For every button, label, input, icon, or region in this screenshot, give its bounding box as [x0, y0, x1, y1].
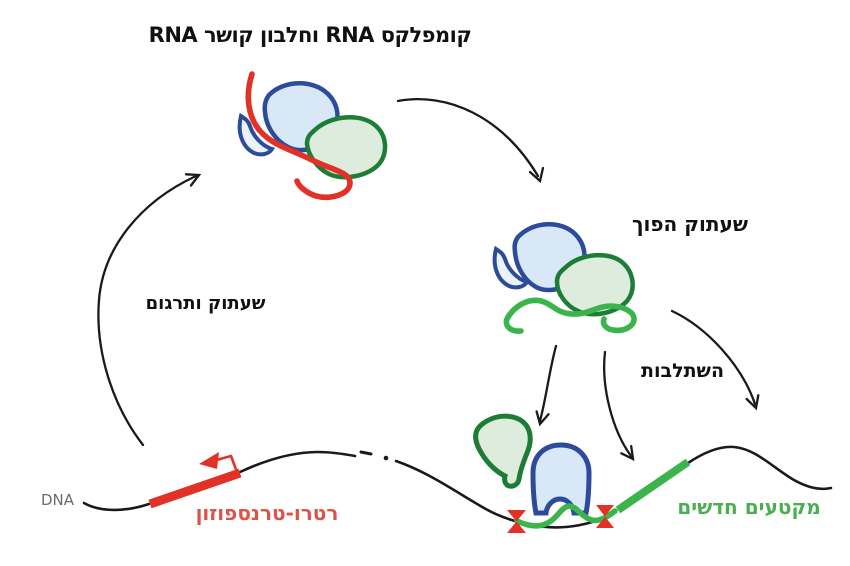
- rna-protein-complex: [237, 71, 388, 201]
- rna-strand-red: [245, 71, 353, 201]
- arrowhead-icon: [620, 444, 635, 461]
- insertion-site-marker-right: [596, 505, 614, 528]
- reverse-transcription-complex: [492, 221, 637, 334]
- arrow-curve: [97, 174, 198, 447]
- label-integration: השתלבות: [640, 360, 725, 382]
- arrowhead-icon: [535, 410, 550, 427]
- label-dna: DNA: [41, 491, 75, 509]
- transcription-start-flag: [211, 454, 240, 477]
- protein-green: [473, 413, 533, 489]
- transcription-start-arrowhead-icon: [199, 452, 219, 469]
- arrowhead-icon: [184, 173, 202, 187]
- arrow-to-reverse-transcription: [396, 98, 545, 184]
- arrow-integration-middle: [603, 350, 635, 461]
- dna-line-left-tail: [82, 501, 151, 512]
- marker-triangle-down-icon: [507, 510, 526, 522]
- protein-crescent-blue: [237, 112, 276, 157]
- integrating-strand-green: [514, 503, 618, 529]
- dna-ellipsis-dash: [359, 450, 373, 456]
- marker-triangle-up-icon: [596, 516, 614, 528]
- arrow-curve: [396, 98, 540, 178]
- marker-triangle-down-icon: [596, 505, 614, 517]
- protein-green: [304, 115, 388, 180]
- label-transcription-translation: שעתוק ותרגום: [145, 293, 266, 314]
- dna-line-right: [686, 445, 833, 491]
- arrow-curve: [670, 309, 757, 406]
- marker-triangle-up-icon: [507, 521, 526, 533]
- dna-line-middle: [394, 459, 618, 529]
- arrow-integration-right: [670, 309, 760, 411]
- label-reverse-transcription: שעתוק הפוך: [631, 212, 748, 236]
- arrow-curve: [538, 344, 558, 423]
- new-segment-green-bar: [615, 458, 691, 514]
- insertion-site-marker-left: [507, 510, 526, 533]
- protein-large-blue: [530, 442, 592, 516]
- integration-complex: [473, 413, 618, 533]
- arrow-curve: [603, 350, 633, 458]
- retrotransposon-segment: [148, 452, 242, 509]
- protein-green: [554, 252, 635, 317]
- new-dna-strand-green: [503, 297, 637, 334]
- genomic-dna-strand: [82, 445, 833, 529]
- arrowhead-icon: [745, 394, 760, 411]
- arrow-transcription-translation: [97, 173, 202, 447]
- dna-ellipsis-dot: [383, 455, 389, 461]
- label-new-segments: מקטעים חדשים: [677, 495, 821, 519]
- arrowhead-icon: [528, 166, 545, 184]
- arrow-integration-left: [535, 344, 558, 427]
- dna-line-after-retrotransposon: [238, 450, 357, 474]
- diagram-title: קומפלקס RNA וחלבון קושר RNA: [148, 23, 472, 47]
- retrotransposon-red-bar: [148, 468, 242, 509]
- label-retrotransposon: רטרו-טרנספוזון: [195, 501, 339, 525]
